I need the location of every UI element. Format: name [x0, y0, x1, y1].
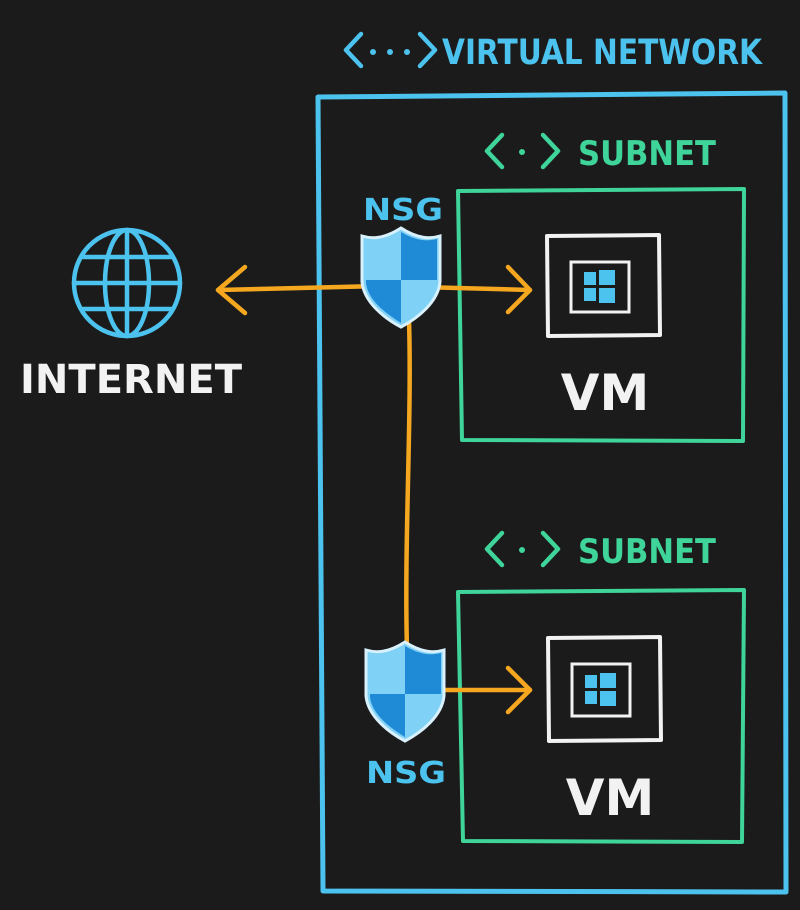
virtual-network-header: VIRTUAL NETWORK	[343, 31, 764, 73]
windows-vm-icon	[569, 260, 631, 314]
internet-label: INTERNET	[20, 357, 243, 403]
subnet-icon	[484, 132, 561, 170]
traffic-connections	[215, 264, 533, 715]
virtual-network-icon	[343, 31, 438, 69]
subnet-boundary	[456, 588, 746, 844]
shield-icon	[360, 226, 442, 329]
subnet-icon	[484, 530, 561, 568]
virtual-network-boundary	[315, 90, 789, 895]
nsg-label: NSG	[363, 193, 443, 228]
subnet-2: SUBNET VM	[456, 530, 746, 844]
windows-vm-icon	[570, 662, 632, 718]
subnet-1: SUBNET VM	[456, 132, 746, 443]
nsg-2: NSG	[364, 640, 446, 791]
vm-label: VM	[566, 769, 654, 827]
subnet-label: SUBNET	[578, 134, 717, 174]
vm-2-arrowhead	[505, 665, 533, 715]
vm-1: VM	[545, 233, 662, 422]
internet-node: INTERNET	[20, 227, 243, 403]
vm-2: VM	[546, 635, 663, 827]
subnet-label: SUBNET	[578, 532, 717, 572]
shield-icon	[364, 640, 446, 743]
nsg-label: NSG	[366, 756, 446, 791]
nsg-link-line	[404, 317, 412, 653]
vm-1-arrowhead	[505, 264, 533, 315]
vm-box	[546, 635, 663, 743]
internet-arrowhead	[215, 264, 248, 316]
virtual-network-label: VIRTUAL NETWORK	[442, 33, 764, 73]
vm-label: VM	[561, 364, 649, 422]
vm-box	[545, 233, 662, 338]
nsg-1: NSG	[360, 193, 443, 329]
subnet-boundary	[456, 187, 746, 443]
internet-arrow	[215, 283, 383, 293]
globe-icon	[71, 227, 183, 339]
